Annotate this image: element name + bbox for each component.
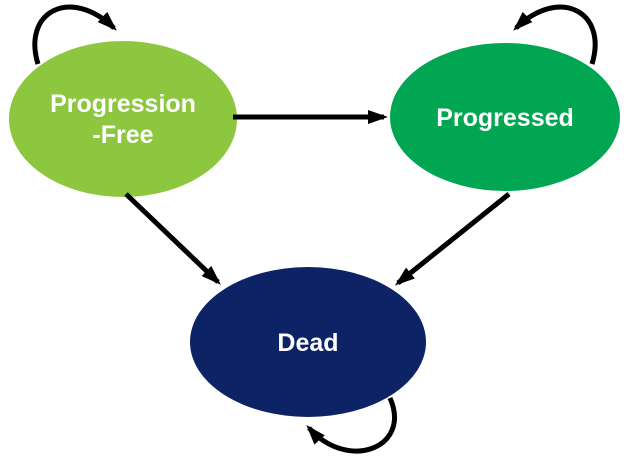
node-dead — [190, 267, 426, 417]
node-progressed-label: Progressed — [436, 104, 574, 132]
edge-progressed-self-loop — [513, 4, 598, 65]
node-progressed — [390, 43, 620, 191]
node-progression-free-label-line1: Progression — [50, 90, 196, 118]
edge-progression-free-to-dead — [124, 192, 221, 285]
edge-progression-free-self-loop — [32, 4, 117, 65]
node-progression-free-label-line2: -Free — [92, 121, 153, 149]
node-dead-label: Dead — [277, 329, 338, 357]
edge-progressed-to-dead — [394, 192, 511, 286]
node-progression-free — [9, 41, 237, 197]
edge-dead-self-loop — [306, 396, 397, 454]
